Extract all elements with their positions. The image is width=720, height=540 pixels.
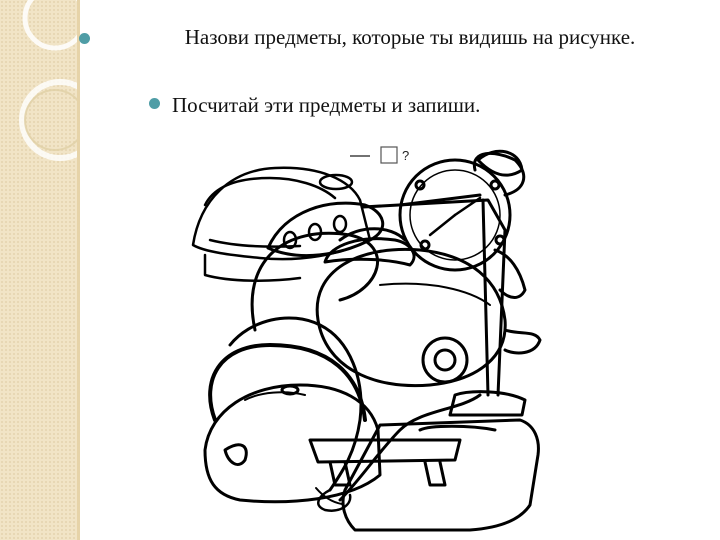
question-mark: ? <box>402 148 409 163</box>
desk-lamp-icon <box>361 151 527 417</box>
decorative-circles <box>19 0 80 161</box>
kitchen-scale-icon <box>308 418 540 532</box>
electric-cord <box>228 231 482 512</box>
bullet-icon <box>149 98 160 109</box>
iron-icon <box>191 166 384 282</box>
answer-prompt: ? <box>350 146 409 164</box>
overlapping-objects-picture: ? <box>191 146 542 532</box>
instruction-text-1: Назови предметы, которые ты видишь на ри… <box>184 25 636 49</box>
decorative-side-panel <box>0 0 80 540</box>
bullet-icon <box>79 33 90 44</box>
instruction-text-2: Посчитай эти предметы и запиши. <box>172 93 481 117</box>
vacuum-cleaner-icon <box>315 227 542 388</box>
